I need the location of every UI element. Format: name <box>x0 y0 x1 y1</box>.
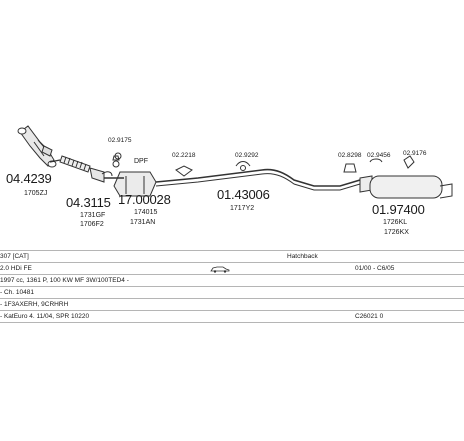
reference-code: C26021 0 <box>355 313 384 320</box>
oem-code-rear-silencer: 1726KL <box>383 219 408 226</box>
rear-silencer-drawing <box>359 175 453 199</box>
mount-code: 02.8298 <box>338 152 362 159</box>
production-years: 01/00 - C6/05 <box>355 265 395 272</box>
dpf-drawing <box>101 171 124 179</box>
centre-pipe-drawing <box>155 168 361 191</box>
spec-row-capacity: 1997 cc, 1361 P, 100 KW MF 3W/100TED4 - <box>0 274 464 286</box>
chassis-number: - Ch. 10481 <box>0 289 34 296</box>
mount-code: 02.9176 <box>403 150 427 157</box>
vehicle-model: 307 [CAT] <box>0 253 29 260</box>
oem-code-flex-pipe: 1731GF <box>80 212 106 219</box>
part-number-catalyst: 17.00028 <box>118 192 171 207</box>
car-icon <box>210 265 230 273</box>
engine-type: 2.0 HDi FE <box>0 265 32 272</box>
spec-row-engine-codes: - 1F3AXERH, 9CRHRH <box>0 298 464 310</box>
part-number-flex-pipe: 04.3115 <box>66 195 111 210</box>
hanger-drawings <box>112 152 415 177</box>
exhaust-system-diagram: 04.4239 1705ZJ 04.3115 1731GF 1706F2 DPF… <box>6 125 453 236</box>
mount-code: 02.9456 <box>367 152 391 159</box>
oem-code2-catalyst: 1731AN <box>130 219 156 226</box>
mount-code: 02.2218 <box>172 152 196 159</box>
vehicle-spec-table: 307 [CAT] Hatchback 2.0 HDi FE 01/00 - C… <box>0 250 464 323</box>
catalyst-drawing <box>113 171 157 197</box>
front-pipe-drawing <box>17 125 61 168</box>
spec-row-chassis: - Ch. 10481 <box>0 286 464 298</box>
oem-code-centre-pipe: 1717Y2 <box>230 205 255 212</box>
engine-capacity: 1997 cc, 1361 P, 100 KW MF 3W/100TED4 - <box>0 277 129 284</box>
engine-codes: - 1F3AXERH, 9CRHRH <box>0 301 69 308</box>
emission-standard: - KatEuro 4. 11/04, SPR 10220 <box>0 313 90 320</box>
oem-code-catalyst: 174015 <box>134 209 158 216</box>
spec-row-model: 307 [CAT] Hatchback <box>0 250 464 262</box>
spec-row-engine: 2.0 HDi FE 01/00 - C6/05 <box>0 262 464 274</box>
oem-code-front-pipe: 1705ZJ <box>24 190 48 197</box>
exhaust-drawing <box>17 125 453 199</box>
body-type: Hatchback <box>287 253 318 260</box>
dpf-tag: DPF <box>134 158 148 165</box>
part-number-rear-silencer: 01.97400 <box>372 202 425 217</box>
oem-code2-flex-pipe: 1706F2 <box>80 221 104 228</box>
part-number-centre-pipe: 01.43006 <box>217 187 270 202</box>
spec-row-emission: - KatEuro 4. 11/04, SPR 10220 C26021 0 <box>0 310 464 323</box>
mount-code: 02.9175 <box>108 137 132 144</box>
oem-code2-rear-silencer: 1726KX <box>384 229 409 236</box>
mount-code: 02.9292 <box>235 152 259 159</box>
part-number-front-pipe: 04.4239 <box>6 171 52 186</box>
flex-pipe-drawing <box>59 155 105 183</box>
